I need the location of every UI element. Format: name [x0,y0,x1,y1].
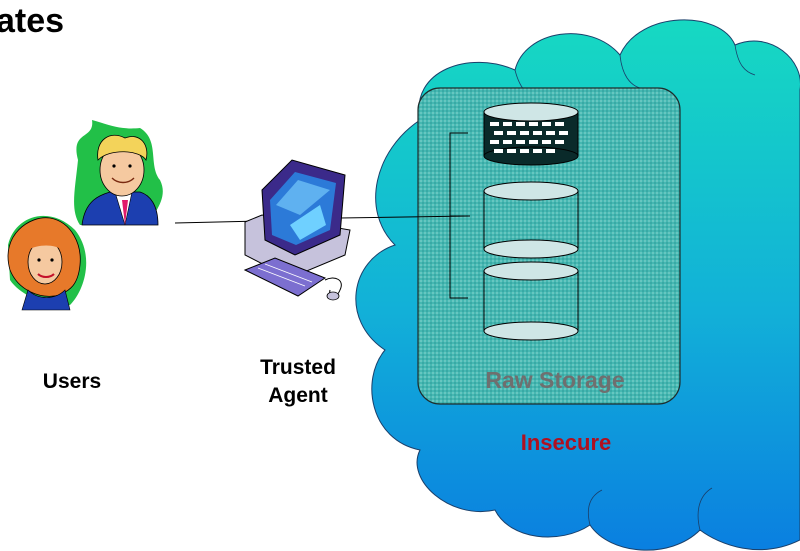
storage-cylinder-icon [483,181,579,259]
raw-storage-label: Raw Storage [485,367,625,393]
insecure-label: Insecure [520,430,612,455]
users-label: Users [42,370,102,393]
trusted-agent-label-line1: Trusted [260,356,336,379]
storage-cylinder-icon [483,261,579,341]
encrypted-database-icon [483,102,579,166]
computer-icon [243,159,351,301]
page-title: ates [0,2,65,40]
trusted-agent-label-line2: Agent [268,384,328,407]
user-woman-icon [7,215,87,311]
trusted-agent-label: Trusted Agent [228,354,368,410]
agent-to-storage-line [339,215,471,219]
user-man-icon [74,120,163,226]
